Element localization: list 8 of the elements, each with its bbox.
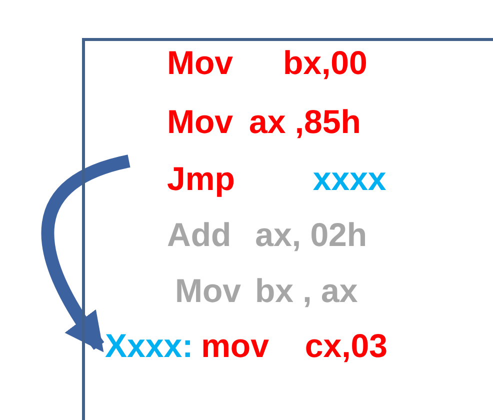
code-line: Mov ax ,85h (167, 102, 361, 142)
curved-arrow (42, 154, 131, 352)
code-line: Add ax, 02h (167, 215, 368, 255)
code-line: Xxxx: mov cx,03 (105, 326, 388, 366)
code-line: Jmp xxxx (167, 159, 386, 199)
code-panel (82, 38, 493, 420)
code-line: Mov bx , ax (175, 271, 358, 311)
code-line: Mov bx,00 (167, 43, 368, 83)
